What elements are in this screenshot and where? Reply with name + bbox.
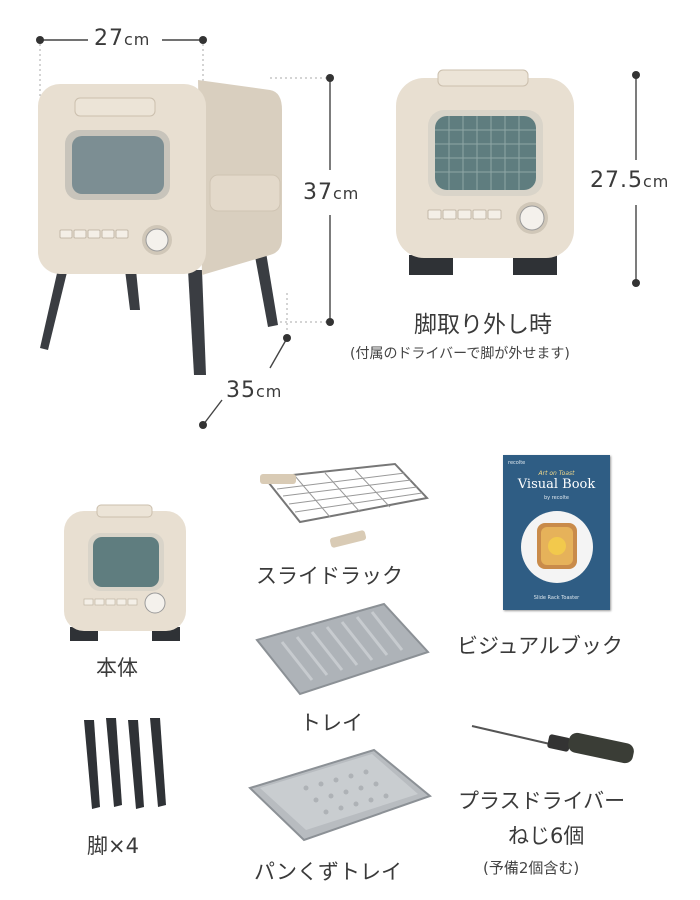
tray-caption: トレイ	[300, 711, 363, 735]
height-no-legs-label: 27.5cm	[590, 168, 669, 193]
toaster-with-legs-image	[38, 80, 282, 375]
width-value: 27	[94, 26, 124, 51]
legs-removed-title: 脚取り外し時	[414, 312, 552, 338]
height-no-legs-value: 27.5	[590, 168, 643, 193]
screwdriver-caption: プラスドライバー	[458, 789, 626, 813]
height-unit: cm	[333, 184, 360, 203]
slide-rack-image	[260, 462, 429, 548]
screwdriver-image	[471, 725, 634, 764]
book-title: Visual Book	[517, 477, 596, 492]
depth-value: 35	[226, 378, 256, 403]
legs-image	[84, 718, 166, 809]
visual-book-caption: ビジュアルブック	[457, 634, 623, 658]
book-subtitle: Slide Rack Toaster	[533, 595, 580, 601]
visual-book-image: recolte Art on Toast Visual Book by reco…	[503, 455, 610, 610]
height-value: 37	[303, 180, 333, 205]
book-brand: recolte	[508, 460, 526, 466]
body-caption: 本体	[96, 656, 138, 680]
legs-removed-note: (付属のドライバーで脚が外せます)	[350, 346, 570, 362]
book-series: Art on Toast	[538, 470, 575, 477]
screws-caption: ねじ6個	[508, 824, 585, 848]
tray-image	[255, 602, 430, 696]
book-byline: by recolte	[544, 495, 569, 501]
screws-note: (予備2個含む)	[483, 859, 580, 877]
body-image	[64, 504, 186, 641]
toast-plate-image	[521, 511, 593, 583]
toaster-no-legs-image	[396, 69, 574, 275]
width-unit: cm	[124, 30, 151, 49]
slide-rack-caption: スライドラック	[256, 564, 403, 588]
crumb-tray-image	[248, 748, 433, 842]
depth-label: 35cm	[226, 378, 282, 403]
legs-caption: 脚×4	[87, 834, 139, 858]
height-no-legs-unit: cm	[642, 172, 670, 191]
depth-unit: cm	[256, 382, 283, 401]
crumb-tray-caption: パンくずトレイ	[254, 860, 403, 884]
width-label: 27cm	[94, 26, 150, 51]
height-label: 37cm	[303, 180, 359, 205]
